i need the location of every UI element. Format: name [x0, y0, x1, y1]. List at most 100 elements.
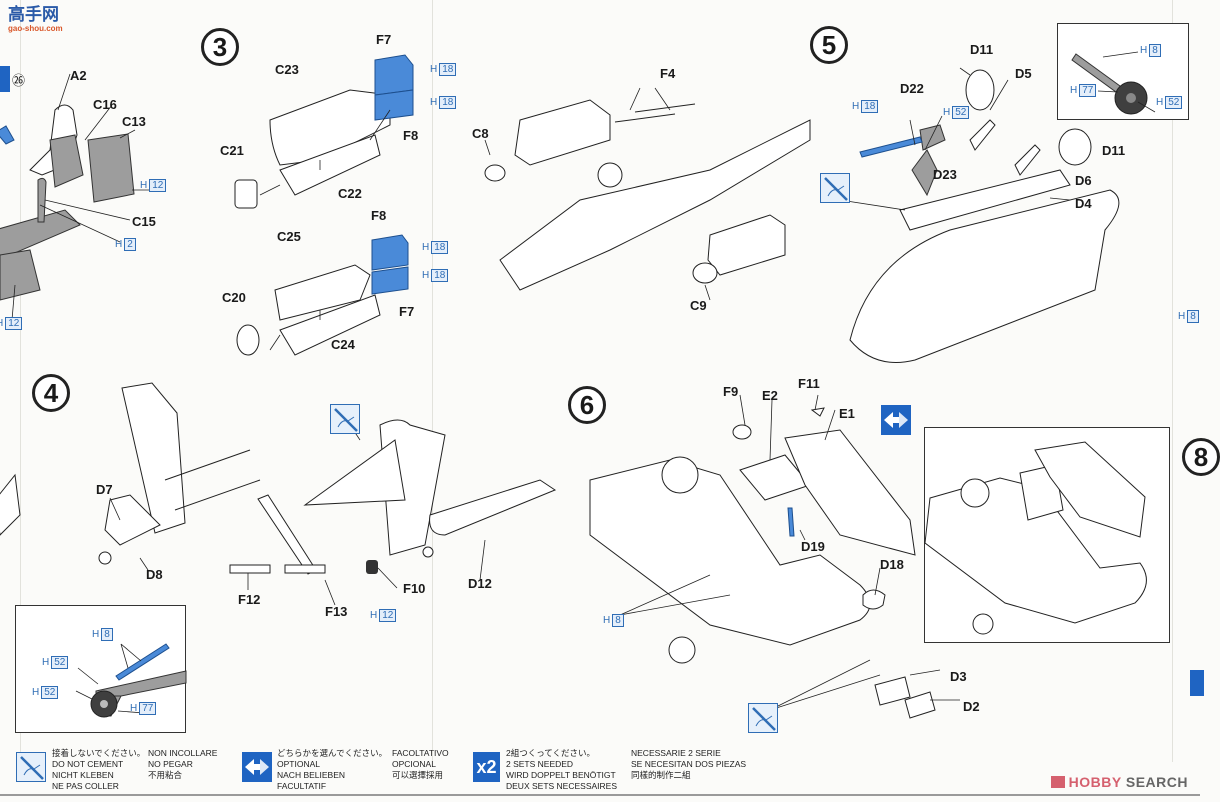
- two-sets-icon: x2: [473, 752, 500, 782]
- part-label: C21: [220, 143, 244, 158]
- two-sets-text-alt: NECESSARIE 2 SERIE SE NECESITAN DOS PIEZ…: [631, 748, 747, 780]
- part-label: F10: [403, 581, 426, 596]
- part-label: C20: [222, 290, 246, 305]
- part-label: D6: [1075, 173, 1092, 188]
- page-fold-line: [20, 0, 21, 762]
- bottom-rule: [0, 794, 1200, 796]
- two-sets-text: 2組つくってください。 2 SETS NEEDED WIRD DOPPELT B…: [506, 748, 618, 791]
- part-label: F4: [660, 66, 676, 81]
- part-label: C16: [93, 97, 117, 112]
- no-cement-text: 接着しないでください。 DO NOT CEMENT NICHT KLEBEN N…: [52, 748, 146, 791]
- wheel-detail-drawing: [1071, 51, 1156, 115]
- watermark-logo: 高手网 gao-shou.com: [8, 6, 70, 36]
- no-cement-icon: [748, 703, 778, 733]
- part-label: C8: [472, 126, 489, 141]
- part-label: C15: [132, 214, 156, 229]
- part-label: C25: [277, 229, 301, 244]
- part-label: D12: [468, 576, 492, 591]
- part-label: D8: [146, 567, 163, 582]
- no-cement-text-alt: NON INCOLLARE NO PEGAR 不用粘合: [148, 748, 218, 780]
- cockpit-canopy-drawing: [589, 394, 960, 719]
- part-label: F9: [723, 384, 739, 399]
- part-label: F7: [399, 304, 415, 319]
- brand-name-b: SEARCH: [1125, 774, 1188, 790]
- step-number: 4: [32, 374, 70, 412]
- part-label: D11: [1102, 143, 1126, 158]
- part-label: C23: [275, 62, 299, 77]
- part-label: A2: [70, 68, 87, 83]
- reference-number: ㉖: [12, 74, 26, 89]
- fuselage-engine-drawing: [484, 87, 811, 301]
- step-number: 8: [1182, 438, 1220, 476]
- part-label: C13: [122, 114, 146, 129]
- step-number: 3: [201, 28, 239, 66]
- optional-arrow-icon: [881, 405, 911, 435]
- tail-wheel-detail-drawing: [75, 643, 187, 718]
- optional-arrow-icon: [242, 752, 272, 782]
- watermark-site-name: 高手网: [8, 5, 59, 25]
- part-label: F8: [403, 128, 419, 143]
- part-label: F7: [376, 32, 392, 47]
- brand-name-a: HOBBY: [1068, 774, 1122, 790]
- part-label: D23: [933, 167, 957, 182]
- watermark-url: gao-shou.com: [8, 24, 63, 33]
- part-label: D2: [963, 699, 980, 714]
- detail-inset: [924, 427, 1170, 643]
- part-label: D5: [1015, 66, 1032, 81]
- part-label: D4: [1075, 196, 1092, 211]
- brand-logo: HOBBY SEARCH: [1050, 774, 1188, 790]
- part-label: F8: [371, 208, 387, 223]
- part-label: D7: [96, 482, 113, 497]
- part-label: D3: [950, 669, 967, 684]
- step-number: 6: [568, 386, 606, 424]
- optional-text-alt: FACOLTATIVO OPCIONAL 可以選擇採用: [392, 748, 449, 780]
- cockpit-seat-drawing: [0, 73, 150, 321]
- part-label: D22: [900, 81, 924, 96]
- page-fold-line: [1172, 0, 1173, 762]
- tail-rotor-drawing: [0, 382, 557, 606]
- optional-arrow-icon: [0, 66, 10, 92]
- part-label: F12: [238, 592, 261, 607]
- part-label: F13: [325, 604, 348, 619]
- paint-callout: H12: [0, 317, 23, 330]
- page-fold-line: [432, 0, 433, 762]
- optional-text: どちらかを選んでください。 OPTIONAL NACH BELIEBEN FAC…: [277, 748, 388, 791]
- part-label: C24: [331, 337, 355, 352]
- engine-intake-drawing: [234, 54, 414, 356]
- part-label: E2: [762, 388, 778, 403]
- landing-gear-drawing: [839, 67, 1120, 363]
- part-label: F11: [798, 376, 820, 391]
- symbol-legend: 接着しないでください。 DO NOT CEMENT NICHT KLEBEN N…: [0, 742, 1200, 792]
- brand-icon: [1050, 776, 1065, 788]
- no-cement-icon: [330, 404, 360, 434]
- part-label: D11: [970, 42, 994, 57]
- step-number: 5: [810, 26, 848, 64]
- part-label: C9: [690, 298, 707, 313]
- part-label: E1: [839, 406, 855, 421]
- optional-arrow-icon: [1190, 670, 1204, 696]
- part-label: C22: [338, 186, 362, 201]
- canopy-open-detail-drawing: [924, 441, 1147, 635]
- part-label: D19: [801, 539, 825, 554]
- no-cement-icon: [820, 173, 850, 203]
